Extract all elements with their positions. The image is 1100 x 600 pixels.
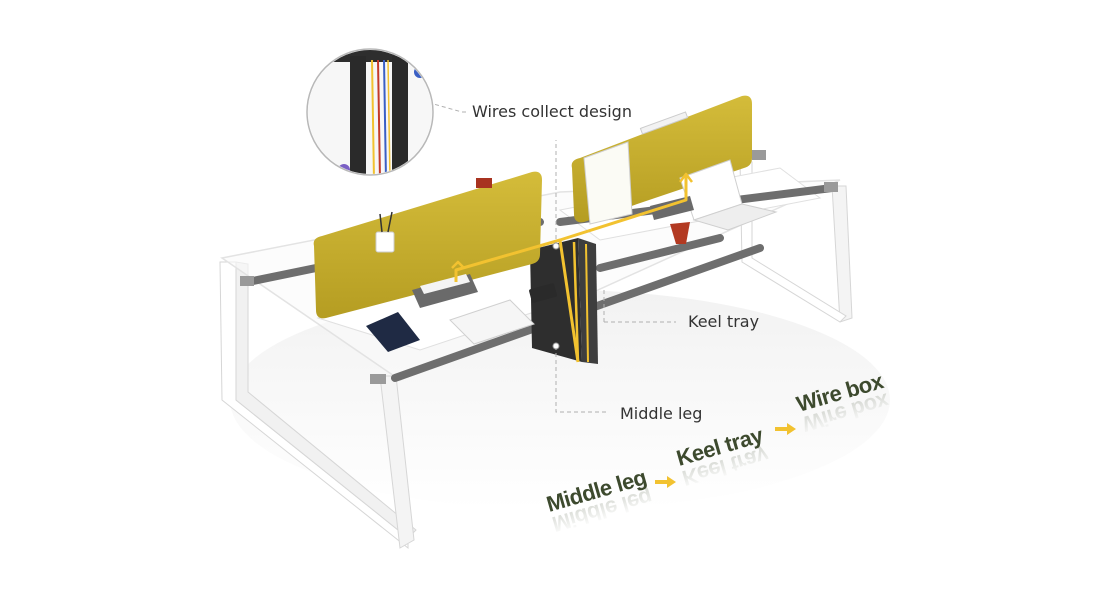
callout-keel-tray: Keel tray <box>688 312 760 331</box>
rail-clamps <box>240 150 838 384</box>
callout-middle-leg: Middle leg <box>620 404 703 423</box>
flow-arrow-icon <box>655 476 676 488</box>
callout-leaders <box>411 97 676 413</box>
zoom-inset <box>306 48 434 176</box>
callout-wires-collect-design: Wires collect design <box>472 102 632 121</box>
callout-dots <box>552 242 560 350</box>
flow-arrow-icon <box>775 423 796 435</box>
wire-route <box>451 172 693 363</box>
middle-leg <box>530 238 598 364</box>
divider-panels <box>313 95 752 319</box>
desk-accessories <box>366 159 778 352</box>
